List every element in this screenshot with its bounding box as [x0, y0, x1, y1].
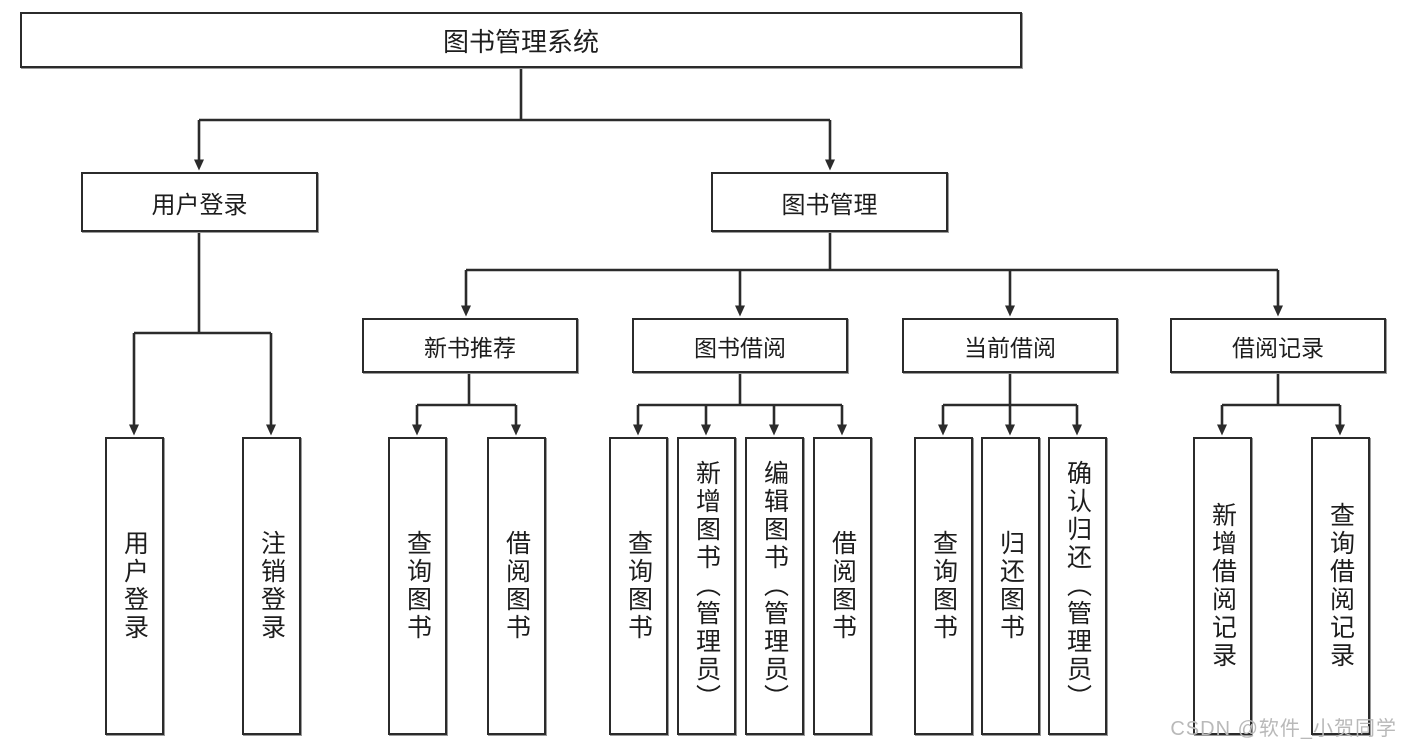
node-root-system[interactable]: 图书管理系统 — [20, 12, 1022, 68]
leaf-borrow-record-add[interactable]: 新增借阅记录 — [1193, 437, 1252, 735]
node-current-borrow[interactable]: 当前借阅 — [902, 318, 1118, 373]
leaf-user-login-logout[interactable]: 注销登录 — [242, 437, 301, 735]
node-label: 新增借阅记录 — [1208, 502, 1237, 670]
node-label: 新书推荐 — [424, 334, 516, 361]
leaf-book-borrow-add[interactable]: 新增图书（管理员） — [677, 437, 736, 735]
node-label: 查询借阅记录 — [1326, 502, 1355, 670]
node-label: 确认归还（管理员） — [1063, 460, 1092, 712]
watermark-text: CSDN @软件_小贺同学 — [1170, 718, 1397, 740]
node-new-book-recommend[interactable]: 新书推荐 — [362, 318, 578, 373]
leaf-new-book-query[interactable]: 查询图书 — [388, 437, 447, 735]
node-label: 新增图书（管理员） — [692, 460, 721, 712]
node-label: 图书借阅 — [694, 334, 786, 361]
node-label: 归还图书 — [996, 530, 1025, 642]
node-label: 图书管理 — [781, 191, 878, 219]
leaf-borrow-record-query[interactable]: 查询借阅记录 — [1311, 437, 1370, 735]
leaf-book-borrow-borrow[interactable]: 借阅图书 — [813, 437, 872, 735]
leaf-current-borrow-return[interactable]: 归还图书 — [981, 437, 1040, 735]
leaf-new-book-borrow[interactable]: 借阅图书 — [487, 437, 546, 735]
node-label: 查询图书 — [624, 530, 653, 642]
node-label: 用户登录 — [120, 530, 149, 642]
node-label: 用户登录 — [151, 191, 248, 219]
node-label: 借阅图书 — [502, 530, 531, 642]
leaf-book-borrow-query[interactable]: 查询图书 — [609, 437, 668, 735]
node-label: 当前借阅 — [964, 334, 1056, 361]
leaf-user-login-login[interactable]: 用户登录 — [105, 437, 164, 735]
node-label: 图书管理系统 — [442, 26, 599, 57]
leaf-current-borrow-query[interactable]: 查询图书 — [914, 437, 973, 735]
node-label: 查询图书 — [929, 530, 958, 642]
leaf-current-borrow-confirm-return[interactable]: 确认归还（管理员） — [1048, 437, 1107, 735]
node-borrow-record[interactable]: 借阅记录 — [1170, 318, 1386, 373]
node-label: 借阅记录 — [1232, 334, 1324, 361]
node-label: 查询图书 — [403, 530, 432, 642]
leaf-book-borrow-edit[interactable]: 编辑图书（管理员） — [745, 437, 804, 735]
node-label: 编辑图书（管理员） — [760, 460, 789, 712]
node-user-login[interactable]: 用户登录 — [81, 172, 318, 232]
node-label: 借阅图书 — [828, 530, 857, 642]
node-book-management[interactable]: 图书管理 — [711, 172, 948, 232]
node-book-borrow[interactable]: 图书借阅 — [632, 318, 848, 373]
node-label: 注销登录 — [257, 530, 286, 642]
